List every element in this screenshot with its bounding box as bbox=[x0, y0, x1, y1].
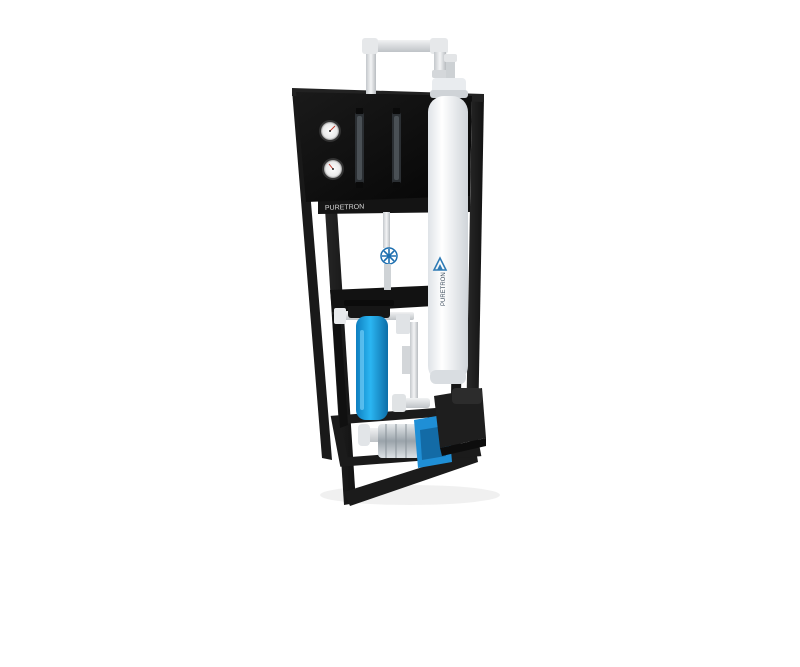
pre-filter-housing bbox=[344, 300, 394, 420]
pressure-gauge-bottom bbox=[322, 158, 344, 180]
top-pipework bbox=[362, 38, 457, 94]
membrane-housing: PURETRON bbox=[428, 78, 468, 384]
booster-pump bbox=[358, 388, 486, 468]
pressure-gauge-top bbox=[319, 120, 341, 142]
panel-brand-label: PURETRON bbox=[325, 204, 365, 212]
housing-logo bbox=[432, 256, 448, 271]
flow-meter-left bbox=[355, 108, 364, 188]
valve-handle-icon bbox=[380, 247, 398, 265]
housing-brand-label: PURETRON bbox=[441, 272, 447, 306]
flow-meter-right bbox=[392, 108, 401, 188]
